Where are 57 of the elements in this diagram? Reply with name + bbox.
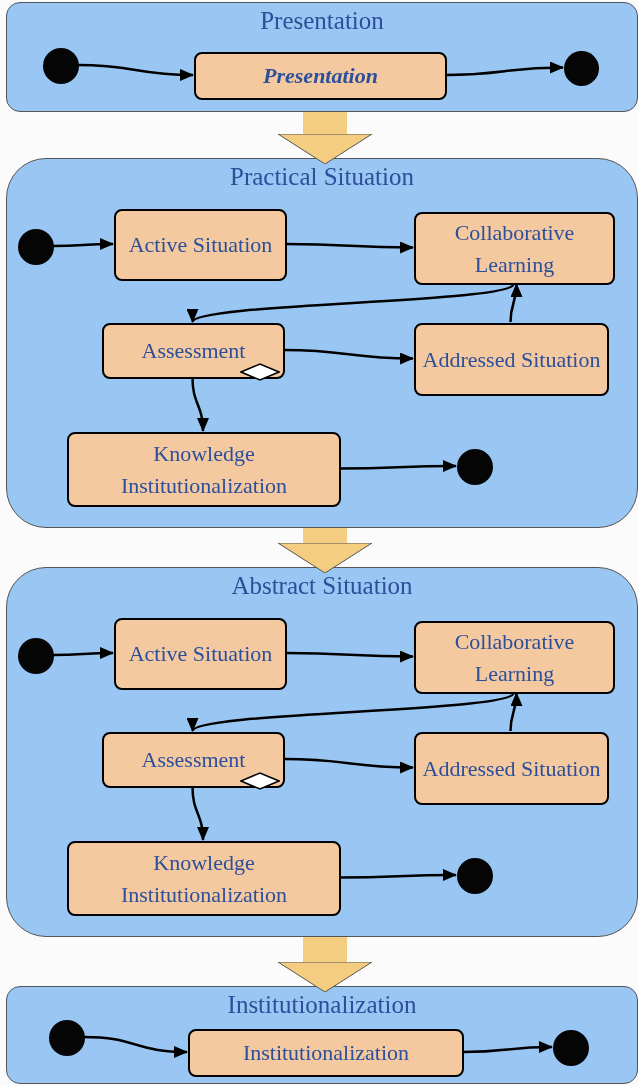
state-dot <box>553 1030 589 1066</box>
state-box <box>102 323 285 379</box>
group-title: Practical Situation <box>229 163 415 191</box>
group-title: Presentation <box>259 7 385 35</box>
state-label: Knowledge Institutionalization <box>119 848 289 909</box>
state-label: Active Situation <box>127 231 274 260</box>
arrow <box>284 348 414 365</box>
state-dot <box>49 1020 85 1056</box>
arrow <box>340 869 457 882</box>
state-box <box>414 212 615 285</box>
arrow <box>463 1041 553 1054</box>
state-box <box>194 52 447 100</box>
arrow <box>53 238 114 251</box>
state-label: Collaborative Learning <box>453 627 576 688</box>
group-title: Abstract Situation <box>230 572 414 600</box>
state-group-panel <box>6 567 638 937</box>
arrow <box>83 1035 188 1058</box>
state-box <box>188 1029 464 1077</box>
state-box <box>414 621 615 694</box>
block-arrow <box>277 937 373 993</box>
block-arrow <box>277 528 373 574</box>
state-dot <box>457 858 493 894</box>
group-title: Institutionalization <box>226 991 418 1019</box>
arrow <box>446 61 564 77</box>
state-box <box>67 432 341 507</box>
arrow <box>191 377 209 432</box>
state-box <box>114 209 287 281</box>
arrow <box>286 241 414 254</box>
state-label: Institutionalization <box>241 1039 411 1068</box>
state-label: Collaborative Learning <box>453 218 576 279</box>
state-dot <box>457 449 493 485</box>
state-group-panel <box>6 2 638 112</box>
state-box <box>114 618 287 690</box>
state-box <box>102 732 285 788</box>
arrow <box>78 63 194 81</box>
state-dot <box>18 229 54 265</box>
arrow <box>340 460 457 473</box>
state-label: Presentation <box>262 62 379 91</box>
state-label: Addressed Situation <box>421 345 602 374</box>
state-box <box>414 323 609 396</box>
state-label: Addressed Situation <box>421 754 602 783</box>
state-dot <box>18 638 54 674</box>
arrow <box>191 786 209 841</box>
state-label: Assessment <box>140 746 247 775</box>
arrow <box>284 757 414 774</box>
state-label: Knowledge Institutionalization <box>119 439 289 500</box>
state-dot <box>43 48 79 84</box>
block-arrow <box>277 112 373 165</box>
state-group-panel <box>6 158 638 528</box>
state-box <box>67 841 341 916</box>
state-label: Assessment <box>140 337 247 366</box>
arrow <box>286 650 414 663</box>
state-group-panel <box>6 986 638 1084</box>
state-label: Active Situation <box>127 640 274 669</box>
state-box <box>414 732 609 805</box>
state-dot <box>564 51 599 86</box>
arrow <box>53 647 114 660</box>
